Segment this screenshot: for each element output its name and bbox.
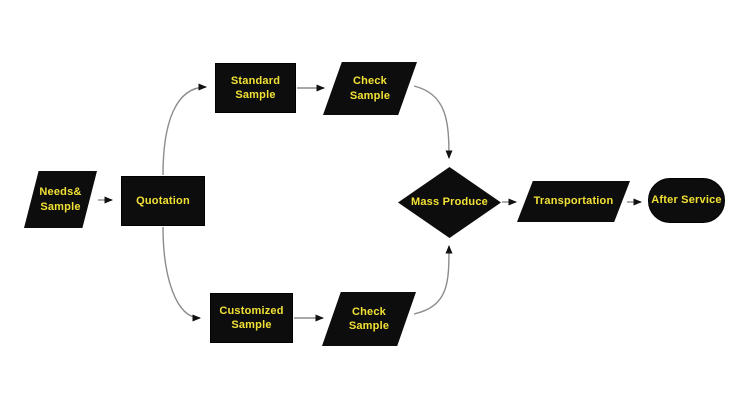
node-standard-sample-label: Standard Sample bbox=[230, 74, 281, 101]
node-check-sample-bottom-label: Check Sample bbox=[348, 305, 390, 332]
node-quotation-label: Quotation bbox=[136, 194, 190, 207]
node-after-service-label: After Service bbox=[651, 194, 722, 207]
node-standard-sample: Standard Sample bbox=[215, 63, 296, 113]
node-check-sample-top-label: Check Sample bbox=[349, 75, 391, 102]
edge-quotation-to-standard-sample bbox=[162, 83, 207, 176]
node-quotation: Quotation bbox=[121, 176, 205, 226]
node-needs-sample-label: Needs& Sample bbox=[39, 186, 82, 213]
edge-check-sample-bottom-to-mass-produce bbox=[413, 245, 453, 315]
node-after-service: After Service bbox=[648, 178, 725, 223]
node-transportation-label: Transportation bbox=[533, 195, 614, 208]
node-mass-produce-label: Mass Produce bbox=[411, 196, 488, 209]
edge-check-sample-top-to-mass-produce bbox=[413, 85, 453, 159]
node-transportation: Transportation bbox=[517, 181, 630, 222]
node-customized-sample-label: Customized Sample bbox=[219, 304, 284, 331]
edge-quotation-to-customized-sample bbox=[162, 226, 201, 322]
node-customized-sample: Customized Sample bbox=[210, 293, 293, 343]
